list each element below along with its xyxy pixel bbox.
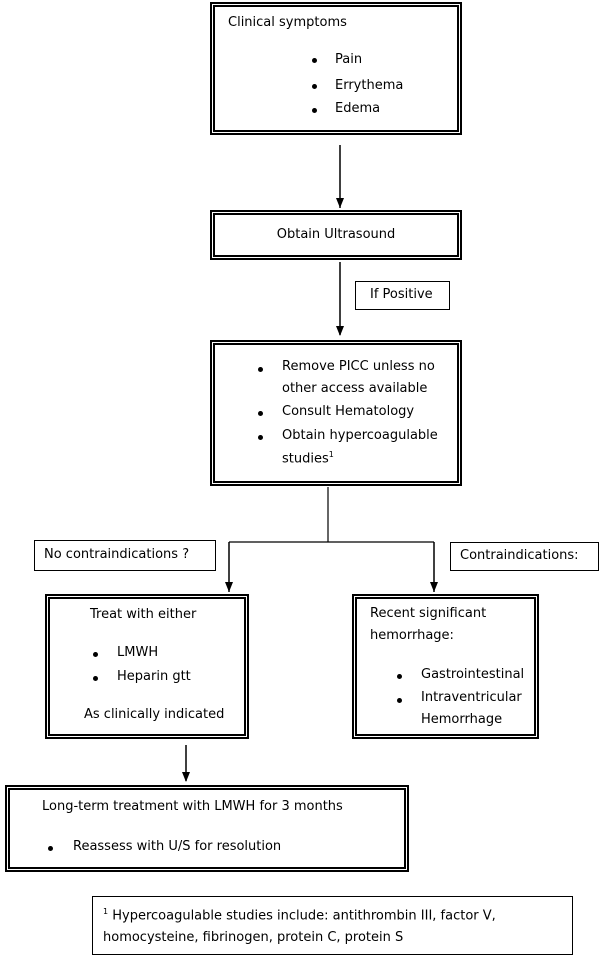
contraindications-label: Contraindications: [460, 548, 579, 563]
actions-box [210, 340, 462, 486]
contraindications-box [352, 594, 539, 739]
symptom-edema: Edema [335, 101, 381, 116]
long-term-title: Long-term treatment with LMWH for 3 mont… [42, 799, 343, 814]
long-term-reassess: Reassess with U/S for resolution [73, 839, 282, 854]
contra-title-2: hemorrhage: [370, 628, 454, 643]
contraindications-label-box [450, 542, 599, 571]
footnote-marker: 1 [103, 907, 109, 916]
action-hypercoag-2: studies1 [282, 450, 334, 467]
bullet [312, 108, 317, 113]
bullet [397, 674, 402, 679]
if-positive-label: If Positive [370, 287, 433, 302]
action-hypercoag-2-text: studies [282, 451, 329, 467]
footnote-line-2: homocysteine, fibrinogen, protein C, pro… [103, 930, 404, 945]
footnote-line-1-text: Hypercoagulable studies include: antithr… [108, 908, 496, 924]
clinical-symptoms-box [210, 2, 462, 135]
symptom-errythema: Errythema [335, 78, 404, 93]
treatment-title: Treat with either [90, 607, 197, 622]
clinical-symptoms-title: Clinical symptoms [228, 15, 347, 30]
if-positive-label-box [355, 281, 450, 310]
action-remove-picc-2: other access available [282, 381, 428, 396]
no-contraindications-label: No contraindications ? [44, 547, 190, 562]
contra-intraventricular-1: Intraventricular [421, 690, 522, 705]
bullet [258, 411, 263, 416]
footnote-line-1: 1 Hypercoagulable studies include: antit… [103, 907, 496, 924]
footnote-box [92, 896, 573, 955]
action-consult-hematology: Consult Hematology [282, 404, 415, 419]
bullet [93, 676, 98, 681]
contra-gastrointestinal: Gastrointestinal [421, 667, 525, 682]
treatment-footer: As clinically indicated [84, 707, 225, 722]
contra-title-1: Recent significant [370, 606, 487, 621]
obtain-ultrasound-box [210, 210, 462, 260]
treatment-box [45, 594, 249, 739]
bullet [312, 84, 317, 89]
long-term-treatment-box [5, 785, 409, 872]
treatment-heparin: Heparin gtt [117, 669, 191, 684]
bullet [312, 58, 317, 63]
action-remove-picc-1: Remove PICC unless no [282, 359, 435, 374]
obtain-ultrasound-label: Obtain Ultrasound [276, 227, 396, 242]
bullet [48, 846, 53, 851]
symptom-pain: Pain [335, 52, 363, 67]
treatment-lmwh: LMWH [117, 645, 159, 660]
bullet [258, 367, 263, 372]
bullet [258, 435, 263, 440]
action-hypercoag-1: Obtain hypercoagulable [282, 428, 438, 443]
no-contraindications-label-box [34, 540, 216, 571]
bullet [397, 698, 402, 703]
bullet [93, 652, 98, 657]
footnote-ref: 1 [328, 450, 334, 459]
contra-intraventricular-2: Hemorrhage [421, 712, 503, 727]
